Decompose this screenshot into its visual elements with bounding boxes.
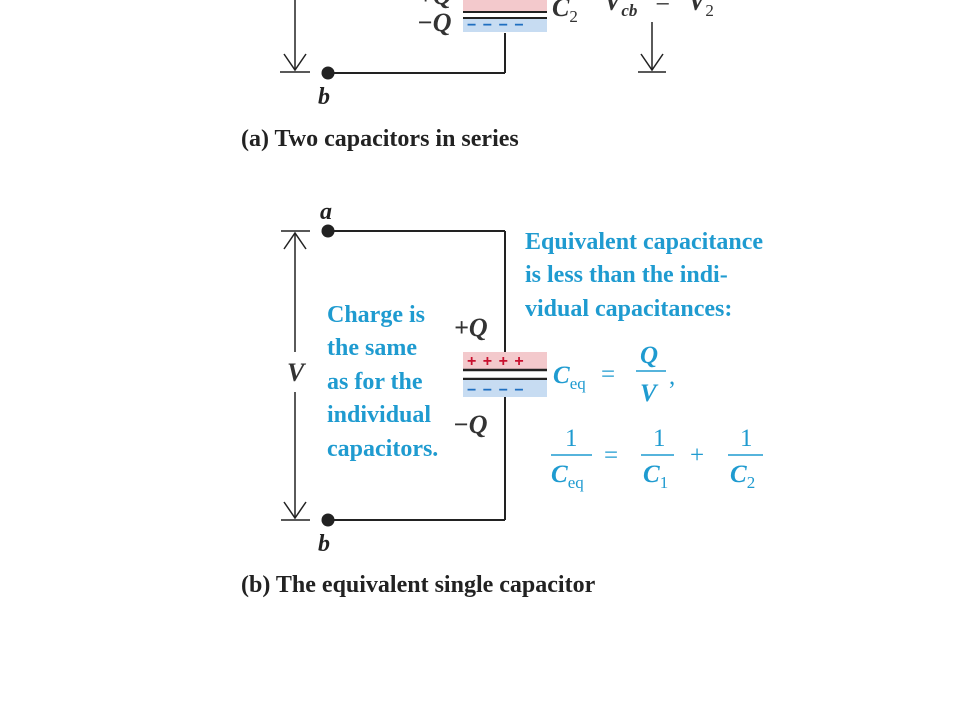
eq1-lhs: Ceq xyxy=(553,362,586,393)
part-a-voltage-arrow-head xyxy=(283,53,307,72)
part-a-node-b-dot xyxy=(321,66,335,80)
part-a-caption: (a) Two capacitors in series xyxy=(241,126,519,152)
part-b-charge-plus: +Q xyxy=(454,313,488,342)
charge-note-line: as for the xyxy=(327,369,423,395)
part-a-charge-minus: −Q xyxy=(417,8,452,37)
part-a-c2-bottom-plate xyxy=(463,19,547,32)
part-b-figure: a b V + + + + − − − − +Q −Q Charge is th… xyxy=(281,199,769,557)
eq1-trailing-comma: , xyxy=(669,363,675,390)
eq2-term1-denominator: C1 xyxy=(643,461,668,492)
part-b-caption: (b) The equivalent single capacitor xyxy=(241,572,596,598)
part-a-charge-plus: +Q xyxy=(418,0,452,10)
part-b-voltage-label: V xyxy=(287,358,307,387)
eq2-lhs-numerator: 1 xyxy=(565,425,578,452)
part-a-c2-label: C2 xyxy=(552,0,578,26)
part-a-figure: b − − − − +Q −Q C2 Vcb=V2 xyxy=(280,0,714,110)
part-b-negative-plate-signs: − − − − xyxy=(467,382,525,399)
eq2-plus: + xyxy=(690,442,704,469)
part-b-voltage-arrow-bottom-head xyxy=(283,501,307,520)
equation-reciprocal-sum: 1 Ceq = 1 C1 + 1 C2 xyxy=(551,425,763,492)
eq1-denominator: V xyxy=(640,380,659,407)
eq1-numerator: Q xyxy=(640,342,658,369)
eq2-term2-denominator: C2 xyxy=(730,461,755,492)
capacitance-note-line: is less than the indi- xyxy=(525,262,728,288)
eq1-equals: = xyxy=(601,361,615,388)
eq2-term1-numerator: 1 xyxy=(653,425,666,452)
eq2-term2-numerator: 1 xyxy=(740,425,753,452)
part-a-vcb-arrow-head xyxy=(640,53,664,72)
part-b-node-b-label: b xyxy=(318,531,330,557)
part-b-positive-plate-signs: + + + + xyxy=(467,353,525,370)
charge-note-line: the same xyxy=(327,335,417,361)
charge-note-line: individual xyxy=(327,402,431,428)
part-b-positive-plate-fill xyxy=(463,352,547,369)
part-a-node-b-label: b xyxy=(318,84,330,110)
capacitance-note-line: vidual capacitances: xyxy=(525,296,732,322)
capacitance-note-line: Equivalent capacitance xyxy=(525,229,763,255)
part-b-charge-note: Charge is the same as for the individual… xyxy=(327,302,438,462)
part-a-c2-top-plate xyxy=(463,0,547,12)
charge-note-line: capacitors. xyxy=(327,436,438,462)
part-b-capacitance-note: Equivalent capacitance is less than the … xyxy=(525,229,769,322)
charge-note-line: Charge is xyxy=(327,302,425,328)
part-b-node-a-label: a xyxy=(320,199,332,225)
part-b-charge-minus: −Q xyxy=(453,410,488,439)
part-b-node-b-dot xyxy=(321,513,335,527)
part-a-c2-minus-signs: − − − − xyxy=(467,17,525,34)
part-b-negative-plate-fill xyxy=(463,380,547,397)
eq2-lhs-denominator: Ceq xyxy=(551,461,584,492)
equation-ceq-q-over-v: Ceq = Q V , xyxy=(553,342,675,407)
eq2-equals: = xyxy=(604,442,618,469)
part-a-vcb-equation: Vcb=V2 xyxy=(604,0,714,20)
